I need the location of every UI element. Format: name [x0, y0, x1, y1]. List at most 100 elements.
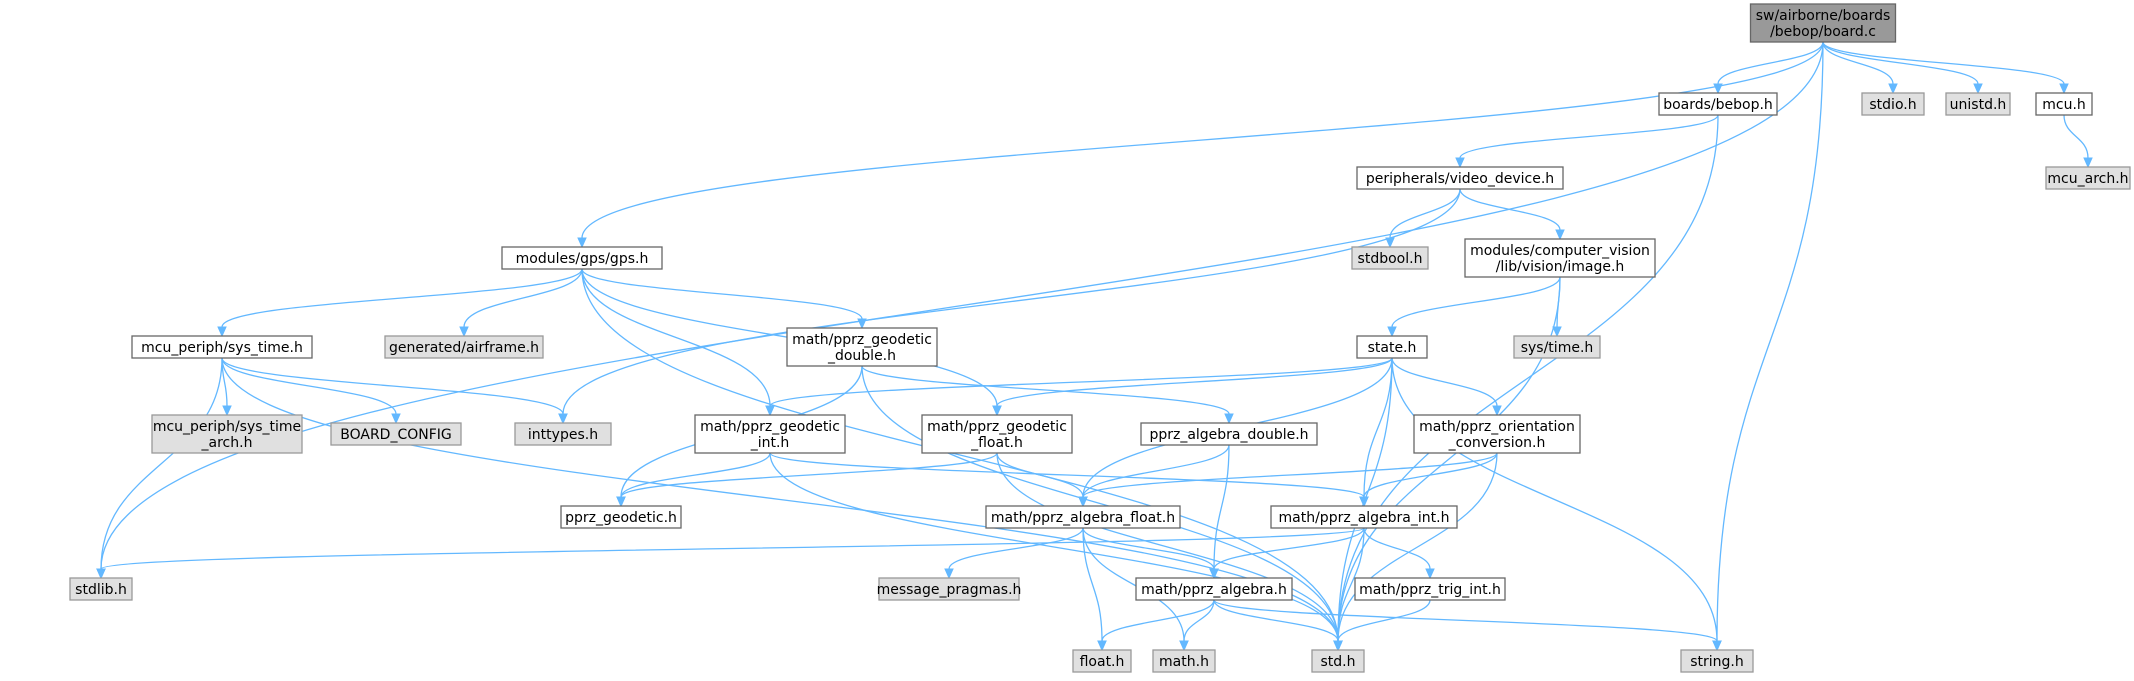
node-box [921, 414, 1073, 454]
edge-line [1082, 452, 1498, 498]
node-sys-time-h[interactable]: mcu_periph/sys_time.h [131, 335, 313, 359]
edge-line [1213, 527, 1365, 570]
edge-arrowhead [459, 326, 469, 338]
node-orientation-conv-h[interactable]: math/pprz_orientation_conversion.h [1413, 414, 1581, 454]
edge-arrowhead [1552, 326, 1562, 338]
node-geodetic-double-h[interactable]: math/pprz_geodetic_double.h [786, 327, 938, 367]
edge-arrowhead [992, 405, 1002, 417]
node-label: mcu_periph/sys_time.h [141, 340, 303, 356]
edge-algebra-float-h-to-float-h [1082, 527, 1107, 652]
node-box [694, 414, 846, 454]
edge-arrowhead [1209, 568, 1219, 580]
edge-line [1213, 444, 1230, 570]
edge-gps-h-to-geodetic-double-h [581, 268, 867, 330]
edge-board-c-to-gps-h [577, 41, 1824, 249]
edge-line [620, 452, 771, 498]
edge-line [1337, 114, 1719, 642]
node-box [514, 422, 612, 446]
node-box [69, 577, 133, 601]
node-label: float.h [1080, 654, 1125, 670]
edge-state-h-to-geodetic-float-h [992, 357, 1393, 417]
node-box [786, 327, 938, 367]
node-box [1356, 166, 1564, 190]
node-label: math/pprz_geodetic [927, 419, 1067, 435]
edge-line [1082, 527, 1215, 570]
node-geodetic-int-h[interactable]: math/pprz_geodetic_int.h [694, 414, 846, 454]
node-box [1354, 577, 1506, 601]
edge-line [1082, 444, 1230, 498]
node-video-device-h[interactable]: peripherals/video_device.h [1356, 166, 1564, 190]
node-box [1152, 649, 1216, 673]
edge-line [221, 357, 397, 415]
edge-arrowhead [1455, 157, 1465, 169]
node-label: math/pprz_algebra.h [1141, 582, 1287, 598]
edge-line [1822, 41, 2065, 85]
edge-arrowhead [1555, 229, 1565, 241]
edge-line [1391, 357, 1718, 642]
node-gps-h[interactable]: modules/gps/gps.h [501, 246, 663, 270]
edge-line [1337, 599, 1431, 642]
node-box [1513, 335, 1601, 359]
node-box [501, 246, 663, 270]
node-float-h: float.h [1072, 649, 1132, 673]
node-label: modules/gps/gps.h [516, 251, 649, 267]
edge-arrowhead [1973, 83, 1983, 95]
edge-line [1213, 599, 1718, 642]
edge-line [1822, 41, 1894, 85]
node-board-c[interactable]: sw/airborne/boards/bebop/board.c [1749, 3, 1897, 43]
edge-arrowhead [217, 326, 227, 338]
node-stdio-h: stdio.h [1861, 92, 1925, 116]
node-box [985, 505, 1181, 529]
edge-geodetic-float-h-to-pprz-geodetic-h [616, 452, 998, 508]
edge-board-c-to-unistd-h [1822, 41, 1983, 95]
node-label: mcu.h [2042, 97, 2086, 113]
node-label: _arch.h [201, 435, 253, 451]
edge-algebra-int-h-to-algebra-h [1209, 527, 1365, 580]
node-label: math/pprz_orientation [1419, 419, 1575, 435]
edge-line [948, 527, 1084, 570]
edge-line [996, 357, 1393, 407]
node-box [131, 335, 313, 359]
edge-arrowhead [1333, 640, 1343, 652]
edge-gps-h-to-geodetic-int-h [581, 268, 775, 417]
node-geodetic-float-h[interactable]: math/pprz_geodetic_float.h [921, 414, 1073, 454]
edge-arrowhead [1425, 568, 1435, 580]
edge-arrowhead [222, 405, 232, 417]
node-boards-bebop-h[interactable]: boards/bebop.h [1658, 92, 1778, 116]
edge-line [769, 452, 1339, 642]
node-algebra-h[interactable]: math/pprz_algebra.h [1135, 577, 1293, 601]
edge-line [1459, 188, 1561, 231]
edge-line [100, 357, 223, 570]
node-algebra-double-h[interactable]: pprz_algebra_double.h [1140, 422, 1318, 446]
node-box [1680, 649, 1754, 673]
node-label: string.h [1690, 654, 1744, 670]
edge-arrowhead [1387, 326, 1397, 338]
node-algebra-int-h[interactable]: math/pprz_algebra_int.h [1270, 505, 1458, 529]
edge-line [1717, 41, 1824, 85]
node-mcu-h[interactable]: mcu.h [2035, 92, 2093, 116]
node-label: boards/bebop.h [1663, 97, 1773, 113]
node-trig-int-h[interactable]: math/pprz_trig_int.h [1354, 577, 1506, 601]
node-unistd-h: unistd.h [1945, 92, 2011, 116]
node-label: math/pprz_algebra_float.h [991, 510, 1175, 526]
edge-line [861, 365, 1230, 415]
edge-sys-time-h-to-board-config [221, 357, 401, 425]
edge-line [620, 452, 998, 498]
node-pprz-geodetic-h[interactable]: pprz_geodetic.h [560, 505, 682, 529]
edge-board-c-to-mcu-h [1822, 41, 2069, 95]
node-box [2035, 92, 2093, 116]
node-algebra-float-h[interactable]: math/pprz_algebra_float.h [985, 505, 1181, 529]
edge-arrowhead [1888, 83, 1898, 95]
edge-line [1391, 357, 1498, 407]
node-label: stdlib.h [75, 582, 127, 598]
edge-arrowhead [857, 318, 867, 330]
node-airframe-h: generated/airframe.h [384, 335, 544, 359]
node-stdbool-h: stdbool.h [1351, 246, 1429, 270]
node-box [1861, 92, 1925, 116]
edge-gps-h-to-airframe-h [459, 268, 583, 338]
node-label: pprz_geodetic.h [565, 510, 677, 526]
node-state-h[interactable]: state.h [1356, 335, 1428, 359]
node-image-h[interactable]: modules/computer_vision/lib/vision/image… [1464, 238, 1656, 278]
node-label: _conversion.h [1448, 435, 1546, 451]
edge-line [1363, 357, 1393, 498]
